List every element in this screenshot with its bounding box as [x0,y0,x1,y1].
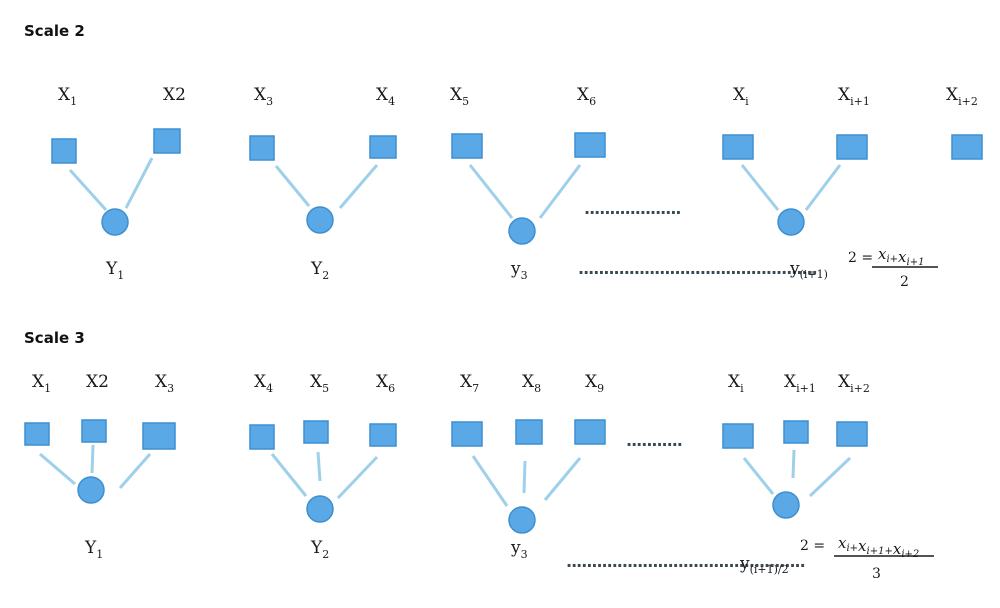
scale-2-edge-1 [68,168,108,212]
scale-3-x-node-4 [249,424,275,450]
scale-2-edge-2 [124,157,154,209]
scale-3-ellipsis: ........... [626,431,682,450]
scale-3-y-node-3 [508,506,536,534]
scale-3-x-node-1 [24,422,50,446]
scale-2-heading: Scale 2 [24,22,85,40]
scale-2-edge-3 [274,165,311,207]
scale-3-formula-equals: 2 = [800,538,825,554]
scale-3-x-label-10: Xi [728,372,744,395]
scale-3-x-node-7 [451,421,483,447]
scale-2-y-label-3: y3 [510,259,528,282]
scale-3-y-label-3: y3 [510,538,528,561]
scale-2-x-label-8: Xi+1 [838,85,870,108]
scale-2-x-label-6: X6 [577,85,596,108]
scale-2-ellipsis: ................... [584,199,680,218]
scale-2-edge-4 [338,164,379,209]
scale-3-y-node-4 [772,491,800,519]
scale-2-x-node-9 [951,134,983,160]
scale-3-x-node-12 [836,421,868,447]
scale-2-y-node-1 [101,208,129,236]
scale-3-formula-ellipsis: ........................................… [566,552,805,571]
scale-2-y-node-2 [306,206,334,234]
scale-3-heading: Scale 3 [24,329,85,347]
scale-3-edge-3 [118,453,152,489]
scale-3-x-label-11: Xi+1 [784,372,816,395]
scale-2-x-label-4: X4 [376,85,395,108]
scale-3-x-label-5: X5 [310,372,329,395]
scale-2-formula-lhs: y(i+1) [789,259,828,281]
scale-3-x-node-9 [574,419,606,445]
scale-2-x-label-9: Xi+2 [946,85,978,108]
scale-3-x-label-6: X6 [376,372,395,395]
nodes-layer [24,128,983,534]
scale-2-x-node-4 [369,135,397,159]
scale-2-edge-8 [804,164,842,211]
scale-2-x-node-1 [51,138,77,164]
scale-2-x-node-6 [574,132,606,158]
scale-3-y-label-1: Y1 [84,538,103,561]
scale-3-x-node-8 [515,419,543,445]
scale-3-x-label-4: X4 [254,372,273,395]
scale-2-formula-numerator: xi+xi+1 [878,245,924,268]
scale-3-x-label-8: X8 [522,372,541,395]
scale-2-x-node-7 [722,134,754,160]
scale-3-edge-5 [316,451,322,482]
scale-3-edge-11 [791,449,796,479]
scale-2-edge-7 [740,164,780,211]
scale-2-y-label-2: Y2 [310,259,329,282]
scale-2-x-label-7: Xi [733,85,749,108]
scale-2-x-node-2 [153,128,181,154]
scale-2-y-label-1: Y1 [105,259,124,282]
scale-3-y-label-2: Y2 [310,538,329,561]
scale-2-formula-denominator: 2 [900,274,909,290]
scale-3-edge-7 [471,455,509,507]
scale-3-x-label-12: Xi+2 [838,372,870,395]
scale-3-x-label-9: X9 [585,372,604,395]
scale-3-x-node-5 [303,420,329,444]
scale-3-x-label-1: X1 [32,372,51,395]
scale-2-x-label-1: X1 [58,85,77,108]
scale-3-formula-numerator: xi+xi+1+xi+2 [838,534,919,560]
scale-2-x-label-5: X5 [450,85,469,108]
scale-3-x-node-10 [722,423,754,449]
scale-3-formula-lhs: y(i+1)/2 [739,554,789,576]
edges-layer [39,157,852,507]
scale-3-y-node-2 [306,495,334,523]
scale-3-x-node-2 [81,419,107,443]
scale-3-formula-denominator: 3 [872,566,881,582]
scale-3-edge-8 [522,460,527,494]
scale-2-edge-5 [468,164,514,219]
scale-3-edge-2 [90,444,95,474]
scale-2-formula-equals: 2 = [848,250,873,266]
scale-3-x-label-7: X7 [460,372,479,395]
scale-2-formula-ellipsis: ........................................… [578,259,817,278]
scale-3-edge-12 [808,456,852,498]
scale-3-edge-4 [270,453,308,497]
scale-3-edge-10 [742,457,775,495]
scale-3-edge-9 [543,457,582,501]
scale-3-x-node-3 [142,422,176,450]
scale-2-x-node-3 [249,135,275,161]
scale-3-x-label-3: X3 [155,372,174,395]
scale-2-x-node-8 [836,134,868,160]
scale-3-x-node-11 [783,420,809,444]
scale-2-x-node-5 [451,133,483,159]
scale-3-x-node-6 [369,423,397,447]
scale-3-edge-6 [336,455,379,500]
scale-3-x-label-2: X2 [86,372,109,392]
scale-2-y-node-3 [508,217,536,245]
scale-3-y-node-1 [77,476,105,504]
scale-2-y-node-4 [777,208,805,236]
scale-3-edge-1 [39,452,76,486]
scale-2-x-label-3: X3 [254,85,273,108]
scale-2-edge-6 [538,164,582,219]
scale-2-x-label-2: X2 [163,85,186,105]
